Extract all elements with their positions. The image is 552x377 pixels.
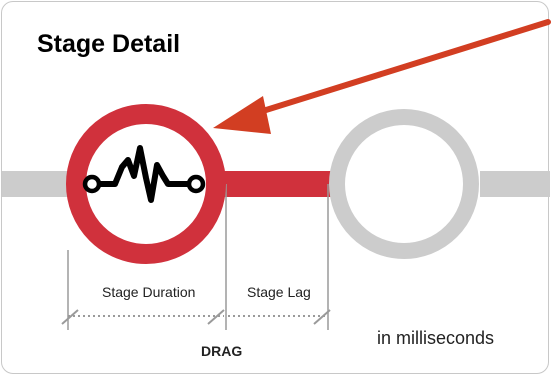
duration-start-slash — [61, 309, 79, 325]
drag-handle-slash[interactable] — [207, 309, 225, 325]
stage-duration-label: Stage Duration — [102, 284, 196, 300]
page-title: Stage Detail — [37, 30, 181, 58]
units-label: in milliseconds — [377, 328, 495, 348]
arrow-pointer — [213, 19, 551, 134]
track-left — [2, 171, 72, 197]
next-stage-circle — [329, 109, 479, 259]
stage-lag-label: Stage Lag — [247, 284, 311, 300]
lag-bar — [220, 171, 335, 197]
track-right — [480, 171, 550, 197]
lag-end-slash — [313, 309, 331, 325]
drag-label: DRAG — [201, 343, 243, 359]
heartbeat-icon — [82, 145, 206, 203]
